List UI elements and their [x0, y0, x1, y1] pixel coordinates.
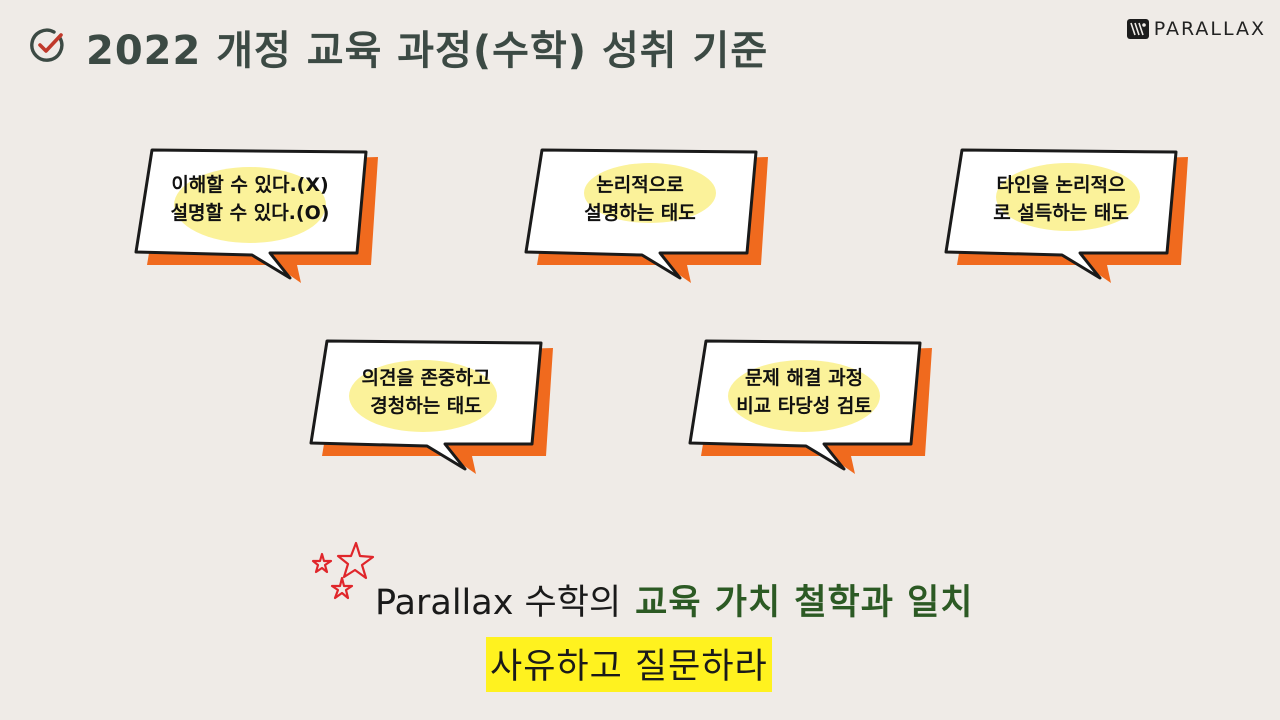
- bubble-line-2: 설명할 수 있다.(O): [170, 202, 330, 224]
- tagline-highlight: 교육 가치 철학과 일치: [635, 583, 974, 623]
- bubble-line-1: 논리적으로: [596, 174, 684, 196]
- bubble-line-1: 문제 해결 과정: [744, 367, 864, 389]
- bubble-line-2: 비교 타당성 검토: [736, 395, 872, 417]
- speech-bubble-1: 이해할 수 있다.(X) 설명할 수 있다.(O): [130, 145, 380, 285]
- bubble-line-2: 경청하는 태도: [370, 395, 482, 417]
- bubble-line-1: 타인을 논리적으: [996, 174, 1126, 196]
- speech-bubble-shape: [134, 148, 378, 283]
- speech-bubble-5: 문제 해결 과정 비교 타당성 검토: [684, 336, 934, 476]
- bubble-text: 의견을 존중하고 경청하는 태도: [297, 364, 555, 420]
- page-title: 2022 개정 교육 과정(수학) 성취 기준: [86, 28, 769, 74]
- tagline-plain: Parallax 수학의: [375, 583, 622, 623]
- bubble-line-2: 설명하는 태도: [584, 202, 696, 224]
- speech-bubble-shape: [944, 148, 1188, 283]
- bubble-line-2: 로 설득하는 태도: [993, 202, 1129, 224]
- speech-bubble-4: 의견을 존중하고 경청하는 태도: [305, 336, 555, 476]
- checkmark-circle-icon: [30, 28, 64, 62]
- tagline: Parallax 수학의 교육 가치 철학과 일치: [375, 574, 974, 625]
- brand-name: PARALLAX: [1153, 18, 1266, 40]
- motto-highlight: 사유하고 질문하라: [486, 637, 772, 692]
- bubble-line-1: 의견을 존중하고: [361, 367, 491, 389]
- bubble-text: 문제 해결 과정 비교 타당성 검토: [674, 364, 934, 420]
- hand-drawn-stars-icon: [311, 541, 375, 600]
- parallax-brand-icon: [1126, 19, 1149, 39]
- bubble-text: 논리적으로 설명하는 태도: [510, 171, 770, 227]
- speech-bubble-shape: [688, 339, 932, 474]
- brand-logo: PARALLAX: [1126, 17, 1266, 41]
- bubble-line-1: 이해할 수 있다.(X): [171, 174, 329, 196]
- bubble-text: 타인을 논리적으 로 설득하는 태도: [932, 171, 1190, 227]
- speech-bubble-shape: [309, 339, 553, 474]
- speech-bubble-3: 타인을 논리적으 로 설득하는 태도: [940, 145, 1190, 285]
- bubble-text: 이해할 수 있다.(X) 설명할 수 있다.(O): [120, 171, 380, 227]
- speech-bubble-shape: [524, 148, 768, 283]
- speech-bubble-2: 논리적으로 설명하는 태도: [520, 145, 770, 285]
